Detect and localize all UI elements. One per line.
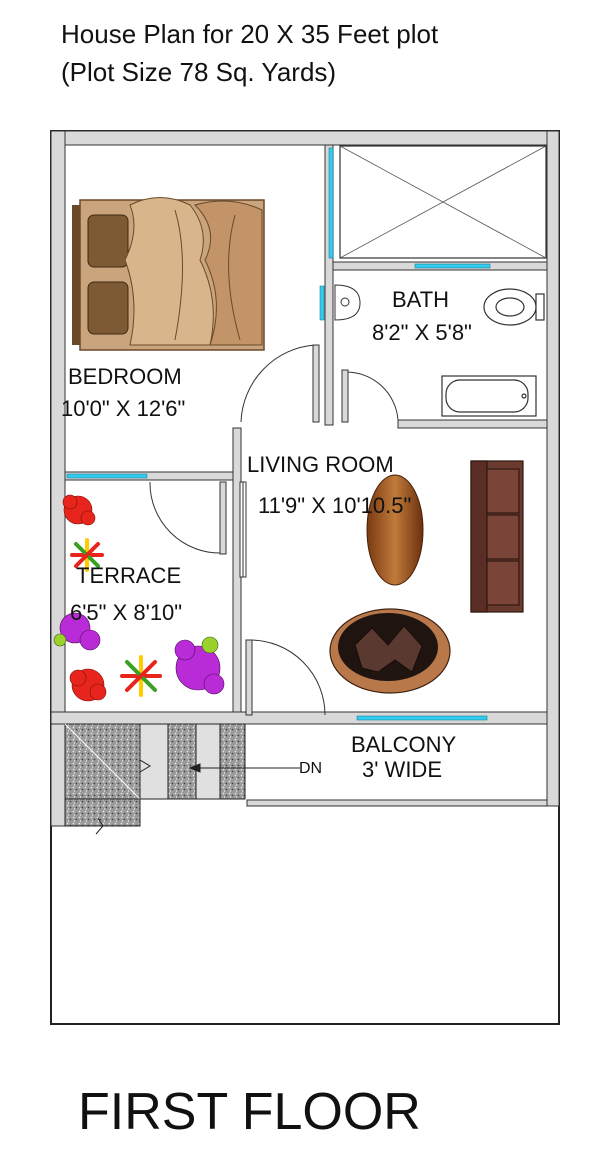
toilet-icon: [483, 288, 545, 326]
staircase-icon: [64, 723, 246, 835]
living-room-label: LIVING ROOM: [247, 452, 394, 477]
balcony-size: 3' WIDE: [362, 757, 442, 782]
terrace-label: TERRACE: [76, 563, 182, 588]
terrace-size: 6'5" X 8'10": [70, 600, 183, 625]
flower-plants-icon: [53, 494, 225, 702]
stair-down-label: DN: [299, 760, 323, 777]
living-wall-window: [239, 481, 247, 578]
bedroom-door: [240, 344, 320, 423]
sofa-icon: [470, 460, 524, 613]
wash-basin-icon: [334, 284, 361, 321]
stair-arrow-icon: [188, 763, 300, 773]
floor-label: FIRST FLOOR: [78, 1083, 421, 1141]
plan-title: House Plan for 20 X 35 Feet plot: [61, 19, 439, 49]
bathtub-icon: [441, 375, 537, 417]
bedroom-label: BEDROOM: [68, 364, 182, 389]
bed-icon: [72, 197, 265, 351]
terrace-door: [149, 481, 227, 555]
living-room-size: 11'9" X 10'10.5": [258, 493, 412, 518]
lounge-chair-icon: [329, 608, 451, 694]
bath-label: BATH: [392, 287, 450, 312]
bath-door: [341, 369, 399, 423]
balcony-door: [245, 639, 326, 716]
bath-size: 8'2" X 5'8": [372, 320, 472, 345]
coffee-table-icon: [366, 474, 424, 586]
shaft-opening: [339, 145, 547, 259]
bedroom-size: 10'0" X 12'6": [61, 396, 186, 421]
plot-size-subtitle: (Plot Size 78 Sq. Yards): [61, 57, 337, 87]
windows: [66, 147, 491, 721]
balcony-label: BALCONY: [351, 732, 457, 757]
